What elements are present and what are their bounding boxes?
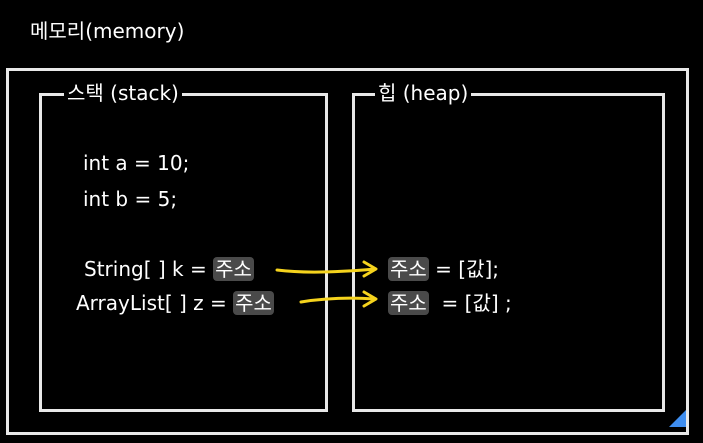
stack-label: 스택 (stack) [64, 79, 182, 107]
stack-line-int-a: int a = 10; [83, 151, 190, 175]
stack-line-int-b: int b = 5; [83, 187, 178, 211]
stack-line-string-k: String[ ] k = 주소 [84, 256, 254, 282]
memory-title: 메모리(memory) [30, 19, 185, 43]
stack-line-k-prefix: String[ ] k = [84, 257, 214, 281]
heap-row-2-value: = [값] ; [428, 291, 512, 315]
heap-address-2: 주소 [388, 291, 429, 315]
heap-panel: 힙 (heap) [352, 79, 665, 412]
heap-row-1-value: = [값]; [428, 257, 500, 281]
stack-address-k: 주소 [213, 257, 254, 281]
memory-box [6, 68, 689, 435]
heap-label: 힙 (heap) [375, 79, 472, 107]
heap-row-1: 주소 = [값]; [388, 256, 499, 282]
heap-row-2: 주소 = [값] ; [388, 290, 512, 316]
stack-panel: 스택 (stack) [39, 79, 328, 412]
stack-line-arraylist-z: ArrayList[ ] z = 주소 [76, 290, 274, 316]
stack-address-z: 주소 [233, 291, 274, 315]
stack-line-z-prefix: ArrayList[ ] z = [76, 291, 234, 315]
resize-corner-icon [669, 410, 686, 427]
heap-address-1: 주소 [388, 257, 429, 281]
